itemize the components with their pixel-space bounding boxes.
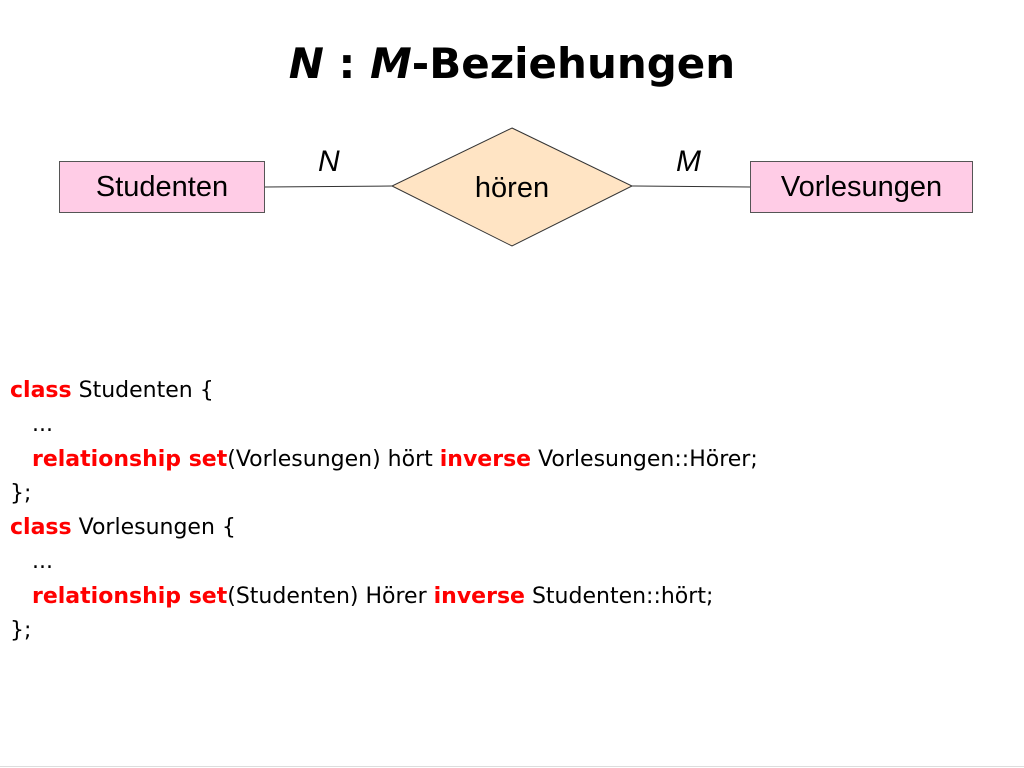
title-separator: : — [323, 39, 370, 88]
connector-left — [264, 185, 393, 188]
keyword-class: class — [10, 515, 72, 541]
code-line-4: }; — [10, 477, 758, 511]
code-line-2: ... — [10, 408, 758, 442]
code-line-1: class Studenten { — [10, 374, 758, 408]
keyword-inverse: inverse — [439, 446, 532, 472]
title-rest: -Beziehungen — [411, 39, 736, 88]
code-text: }; — [10, 480, 32, 506]
code-text: (Studenten) Hörer — [227, 583, 434, 609]
code-line-8: }; — [10, 614, 758, 648]
title-var-m: M — [369, 39, 412, 88]
code-line-6: ... — [10, 545, 758, 579]
cardinality-m: M — [676, 145, 701, 178]
code-text: Studenten::hört; — [524, 583, 714, 609]
relationship-diamond — [390, 127, 634, 247]
slide-title: N : M-Beziehungen — [0, 36, 1024, 92]
code-text: ... — [32, 549, 53, 575]
code-line-5: class Vorlesungen { — [10, 511, 758, 545]
odl-code-block: class Studenten { ... relationship set(V… — [10, 374, 758, 648]
code-line-3: relationship set(Vorlesungen) hört inver… — [10, 443, 758, 477]
keyword-inverse: inverse — [433, 583, 525, 609]
entity-vorlesungen: Vorlesungen — [750, 161, 973, 213]
keyword-relationship-set: relationship set — [32, 446, 228, 472]
keyword-class: class — [10, 378, 72, 403]
cardinality-n: N — [318, 145, 340, 178]
connector-right — [631, 185, 751, 188]
relationship-label: hören — [474, 171, 550, 204]
code-text: ... — [32, 412, 53, 438]
footer-divider — [0, 766, 1024, 767]
keyword-relationship-set: relationship set — [32, 583, 228, 609]
code-text: Studenten { — [71, 378, 214, 403]
title-var-n: N — [288, 39, 324, 88]
code-text: Vorlesungen::Hörer; — [531, 446, 758, 472]
entity-studenten: Studenten — [59, 161, 265, 213]
code-text: }; — [10, 618, 32, 644]
code-text: Vorlesungen { — [71, 515, 236, 541]
code-text: (Vorlesungen) hört — [227, 446, 440, 472]
code-line-7: relationship set(Studenten) Hörer invers… — [10, 580, 758, 614]
er-diagram — [264, 127, 751, 247]
